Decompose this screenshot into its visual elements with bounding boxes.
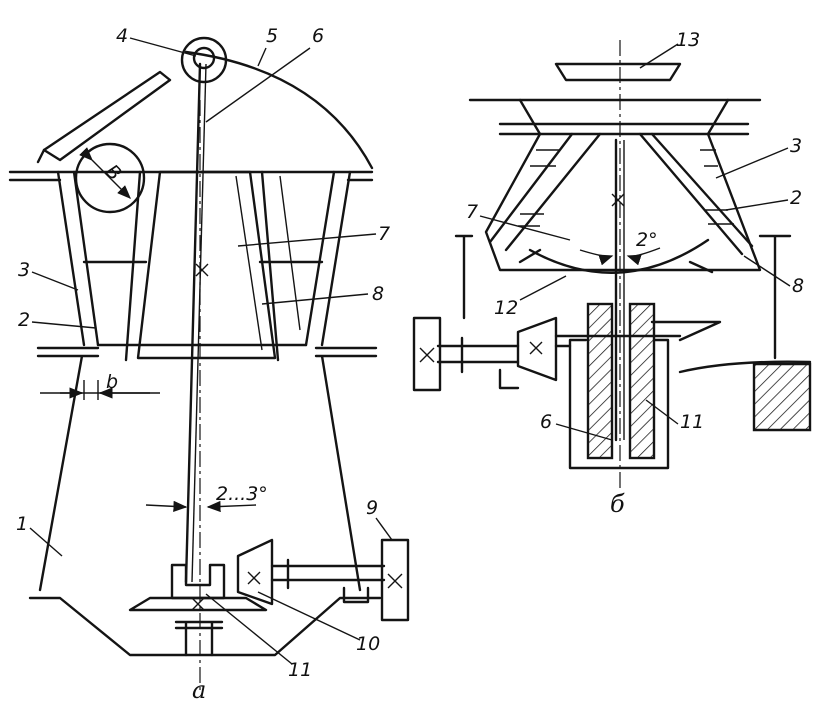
bowl-curve	[528, 238, 710, 274]
caption-a: а	[192, 676, 206, 704]
label-b-7: 7	[466, 201, 478, 223]
outer-liner-left	[56, 170, 100, 347]
detail-circle	[74, 142, 146, 214]
pinion-gear	[236, 538, 274, 606]
frame-top-b	[468, 98, 762, 136]
outer-liner-right	[304, 170, 352, 347]
bushing-housing	[568, 338, 670, 470]
label-b-8: 8	[792, 275, 804, 297]
pinion-b	[516, 316, 558, 382]
label-b-11: 11	[680, 411, 704, 433]
eccentric-bushing-b-left	[586, 302, 614, 460]
label-1: 1	[16, 513, 28, 535]
label-8: 8	[372, 283, 384, 305]
label-11: 11	[288, 659, 312, 681]
view-b-drawing	[412, 40, 812, 490]
cone-mantle	[124, 170, 280, 362]
angle-b-label: 2°	[636, 229, 658, 251]
pivot-housing	[180, 36, 228, 84]
support-foundation	[752, 362, 812, 432]
eccentric-bushing	[170, 563, 226, 600]
label-7: 7	[378, 223, 390, 245]
dim-B-label: В	[101, 160, 126, 185]
view-a-drawing	[8, 36, 410, 690]
angle-a-label: 2...3°	[216, 483, 268, 505]
label-6: 6	[312, 25, 324, 47]
label-b-3: 3	[790, 135, 802, 157]
labels-view-b: 13 3 2 8 7 12 6 11 2° б	[466, 29, 804, 518]
label-b-2: 2	[790, 187, 802, 209]
crusher-cover	[184, 50, 374, 170]
outer-bowl	[484, 98, 762, 272]
dim-b-label: b	[106, 371, 118, 393]
label-b-6: 6	[540, 411, 552, 433]
crushing-cone	[136, 170, 277, 360]
main-shaft	[184, 62, 202, 584]
crusher-body	[36, 346, 378, 592]
labels-view-a: 4 5 6 7 8 3 2 1 9 10 11 а 2...3° В b	[16, 25, 393, 704]
feed-plate	[554, 62, 682, 82]
eccentric-bushing-b-right	[628, 302, 656, 460]
label-3: 3	[18, 259, 30, 281]
caption-b: б	[610, 490, 625, 518]
label-10: 10	[356, 633, 380, 655]
drive-pulley-b	[412, 316, 442, 392]
bevel-gear-large	[128, 596, 268, 612]
label-5: 5	[266, 25, 278, 47]
label-b-12: 12	[494, 297, 518, 319]
label-9: 9	[366, 497, 378, 519]
feed-chute	[42, 70, 172, 162]
drive-pulley-a	[380, 538, 410, 622]
pivot-bearing	[192, 46, 216, 70]
cone-lines-b	[488, 132, 754, 256]
label-2: 2	[18, 309, 30, 331]
label-b-13: 13	[676, 29, 700, 51]
label-4: 4	[116, 25, 128, 47]
